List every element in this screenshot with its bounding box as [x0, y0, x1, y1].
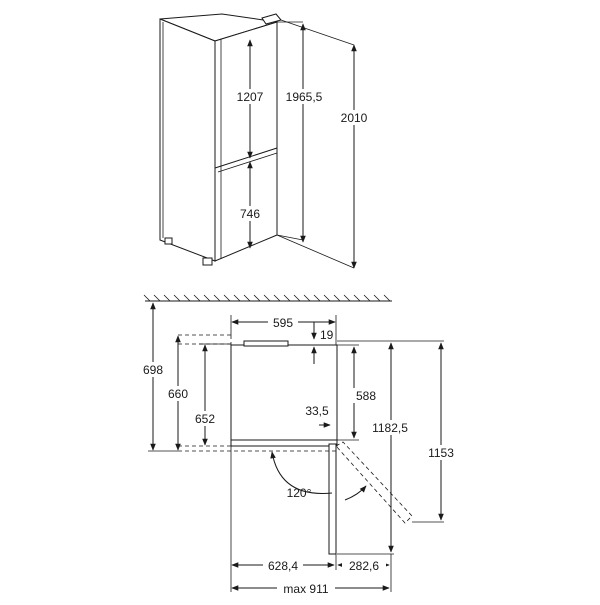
fridge-side-face	[159, 18, 216, 262]
dim-label-wall-clearance: 698	[143, 363, 163, 377]
opening-angle-arc	[270, 451, 333, 494]
dim-label-door-swing: 282,6	[349, 559, 379, 573]
dim-label-total-height: 2010	[341, 111, 368, 125]
dim-label-top-gap: 19	[320, 328, 334, 342]
door-closed	[230, 439, 338, 447]
dim-label-freezer-door: 746	[240, 207, 260, 221]
dim-label-body-height: 1965,5	[286, 90, 323, 104]
dim-label-depth-with-door: 660	[168, 387, 188, 401]
dim-label-width-door-open: 628,4	[268, 559, 298, 573]
fridge-front-face	[214, 21, 278, 262]
dim-label-width: 595	[273, 316, 293, 330]
door-open-vertical	[328, 443, 337, 555]
door-split-line	[214, 147, 278, 169]
dim-label-inner-depth: 588	[356, 389, 376, 403]
fridge-foot	[164, 237, 173, 245]
dim-label-max-width: max 911	[283, 582, 328, 596]
dim-label-depth-body: 652	[195, 412, 215, 426]
fridge-body-top	[230, 344, 338, 441]
dim-label-door-offset: 33,5	[305, 404, 329, 418]
dim-label-fridge-door: 1207	[237, 90, 264, 104]
fridge-3d-view: 1207 746 1965,5 2010	[159, 13, 376, 269]
dim-label-depth-door-open: 1182,5	[372, 421, 408, 435]
door-open-angled	[335, 441, 413, 524]
fridge-top-view: 595 19 698 660 652 588 33,5 1182,5	[140, 294, 462, 596]
fridge-foot	[202, 257, 213, 266]
dim-label-opening-angle: 120°	[287, 486, 312, 500]
dim-label-depth-open-alt: 1153	[428, 446, 454, 460]
